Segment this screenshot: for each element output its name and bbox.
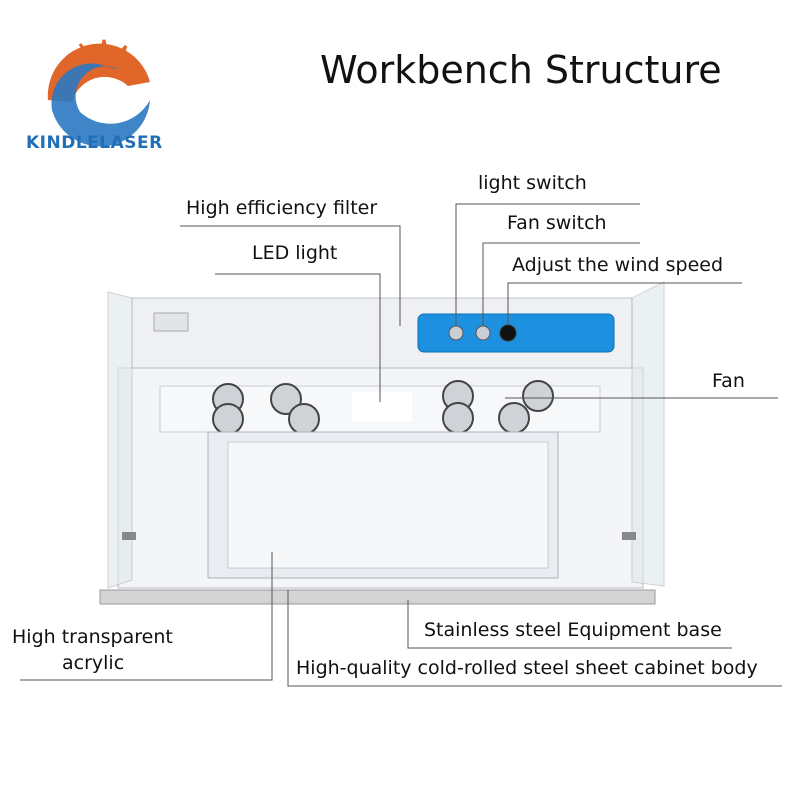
label-fan-switch: Fan switch [507,212,607,234]
label-adjust-wind-speed: Adjust the wind speed [512,254,724,276]
label-acrylic-line1: High transparent [12,626,173,648]
label-light-switch: light switch [478,172,587,194]
left-acrylic-door [107,291,133,589]
label-stainless-base: Stainless steel Equipment base [424,619,722,641]
brand-name: KINDLELASER [26,133,163,153]
label-fan: Fan [712,370,745,392]
fans [212,380,554,435]
label-cabinet-body: High-quality cold-rolled steel sheet cab… [296,657,758,679]
label-led-light: LED light [252,242,338,264]
workbench-image [99,281,665,605]
right-acrylic-door [631,281,665,587]
page-title: Workbench Structure [320,48,722,92]
brand-logo [47,39,151,147]
wind-speed-knob [499,324,517,342]
light-switch-knob [448,325,464,341]
label-acrylic-line2: acrylic [62,652,125,674]
callout-lines [20,203,782,687]
fan-switch-knob [475,325,491,341]
label-high-efficiency-filter: High efficiency filter [186,197,378,219]
